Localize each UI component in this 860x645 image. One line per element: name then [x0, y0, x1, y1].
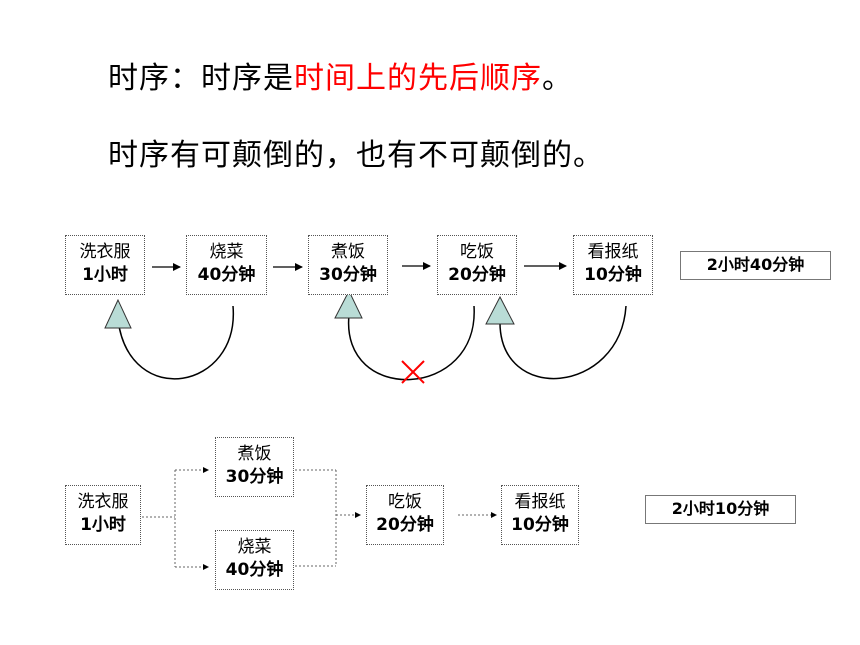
bottom-box-cook-dishes-task: 烧菜 — [237, 537, 272, 557]
triangle-head-b — [334, 289, 363, 319]
curve-arrow-a — [117, 305, 234, 380]
heading-line-1-suffix: 。 — [542, 61, 573, 96]
heading-line-1-highlight: 时间上的先后顺序 — [294, 61, 542, 96]
triangle-head-c — [485, 295, 515, 325]
top-box-eat-time: 20分钟 — [448, 265, 506, 285]
bottom-box-cook-rice: 煮饭 30分钟 — [215, 437, 294, 497]
bottom-total-time: 2小时10分钟 — [645, 495, 796, 524]
top-box-read-newspaper: 看报纸 10分钟 — [573, 235, 653, 295]
top-box-cook-rice-task: 煮饭 — [331, 242, 365, 262]
top-box-read-newspaper-time: 10分钟 — [584, 265, 642, 285]
bottom-box-laundry: 洗衣服 1小时 — [65, 485, 141, 545]
curve-arrow-b — [348, 305, 475, 381]
bottom-box-laundry-task: 洗衣服 — [77, 492, 129, 512]
top-box-cook-dishes-time: 40分钟 — [197, 265, 256, 285]
triangle-head-a — [104, 298, 132, 329]
top-box-eat: 吃饭 20分钟 — [437, 235, 517, 295]
cross-mark-stroke-2 — [401, 360, 425, 384]
top-box-cook-dishes-task: 烧菜 — [209, 242, 244, 262]
heading-line-1: 时序：时序是时间上的先后顺序。 — [108, 53, 573, 97]
bottom-box-eat: 吃饭 20分钟 — [366, 485, 444, 545]
top-box-laundry-time: 1小时 — [82, 265, 128, 285]
bottom-box-read-newspaper-time: 10分钟 — [511, 515, 569, 535]
heading-line-2: 时序有可颠倒的，也有不可颠倒的。 — [108, 138, 604, 173]
top-total-time: 2小时40分钟 — [680, 251, 831, 280]
bottom-box-cook-dishes-time: 40分钟 — [225, 560, 284, 580]
top-box-laundry-task: 洗衣服 — [79, 242, 131, 262]
bottom-box-read-newspaper-task: 看报纸 — [514, 492, 566, 512]
top-box-laundry: 洗衣服 1小时 — [65, 235, 145, 295]
top-box-cook-rice: 煮饭 30分钟 — [308, 235, 388, 295]
bottom-box-laundry-time: 1小时 — [80, 515, 126, 535]
bottom-box-cook-dishes: 烧菜 40分钟 — [215, 530, 294, 590]
bottom-box-eat-time: 20分钟 — [376, 515, 434, 535]
bottom-box-cook-rice-time: 30分钟 — [225, 467, 284, 487]
bottom-box-cook-rice-task: 煮饭 — [237, 444, 272, 464]
top-box-cook-rice-time: 30分钟 — [319, 265, 377, 285]
heading-line-1-prefix: 时序：时序是 — [108, 61, 294, 96]
top-box-eat-task: 吃饭 — [460, 242, 494, 262]
bottom-box-read-newspaper: 看报纸 10分钟 — [501, 485, 579, 545]
top-box-read-newspaper-task: 看报纸 — [587, 242, 639, 262]
curve-arrow-c — [499, 305, 627, 380]
top-box-cook-dishes: 烧菜 40分钟 — [186, 235, 267, 295]
bottom-box-eat-task: 吃饭 — [388, 492, 422, 512]
